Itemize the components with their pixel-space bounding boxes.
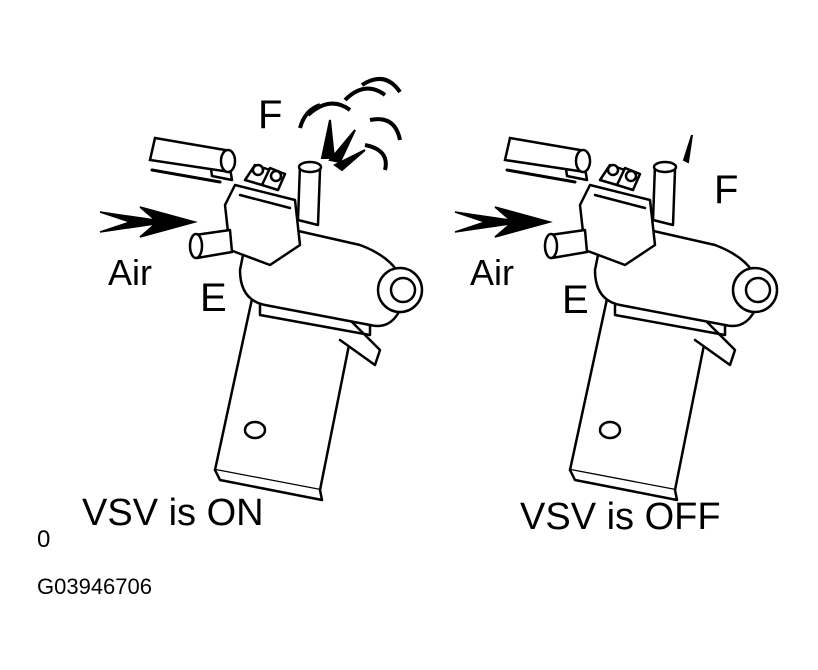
vsv-off-port-e-label: E (562, 278, 589, 322)
vsv-on-air-arrow (99, 206, 196, 238)
vsv-on-port-f-label: F (258, 93, 283, 137)
air-puff-icon (298, 76, 402, 172)
vsv-on-caption: VSV is ON (82, 492, 264, 534)
vsv-on-hose (148, 136, 232, 174)
no-flow-tick-icon (682, 134, 693, 164)
vsv-off-port-f-label: F (714, 168, 739, 212)
vsv-off-hose (503, 136, 587, 174)
vsv-on-valve-drawing (150, 143, 424, 502)
vsv-off-air-label: Air (470, 252, 514, 293)
vsv-off-caption: VSV is OFF (520, 496, 721, 538)
corner-mark: 0 (37, 526, 51, 553)
vsv-on-air-label: Air (108, 252, 152, 293)
vsv-on-port-e-label: E (200, 276, 227, 320)
vsv-off-air-arrow (454, 206, 551, 238)
figure-code: G03946706 (37, 574, 152, 599)
